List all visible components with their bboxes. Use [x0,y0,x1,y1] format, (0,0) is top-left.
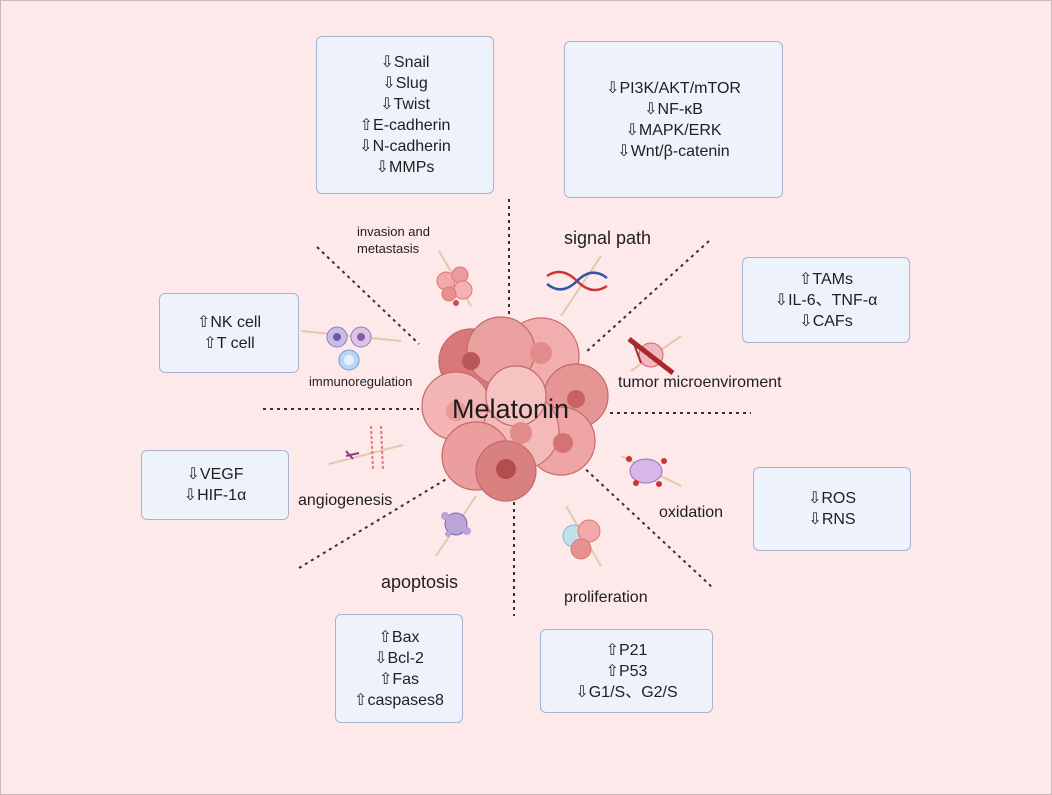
box-item: ⇧P53 [605,662,648,680]
box-proliferation: ⇧P21 ⇧P53 ⇩G1/S、G2/S [540,629,713,713]
vessel-icon [328,425,404,472]
divider-bottom-right [580,464,714,589]
dna-icon [546,255,608,317]
label-oxidation: oxidation [659,504,724,521]
box-oxidation: ⇩ROS ⇩RNS [753,467,911,551]
divider-top-right [584,240,710,354]
label-invasion-line: invasion and [357,224,430,239]
box-item: ⇧caspases8 [354,691,444,709]
box-item: ⇩CAFs [799,312,853,330]
label-signal-path: signal path [564,228,652,248]
box-item: ⇧E-cadherin [359,117,451,134]
invasion-icon [436,250,473,307]
label-metastasis-line: metastasis [357,241,420,256]
box-item: ⇩IL-6、TNF-α [774,291,878,309]
microenvironment-icon [627,335,682,375]
box-item: ⇩Slug [382,75,428,92]
box-angiogenesis: ⇩VEGF ⇩HIF-1α [141,450,289,520]
box-immunoregulation: ⇧NK cell ⇧T cell [159,293,299,373]
box-apoptosis: ⇧Bax ⇩Bcl-2 ⇧Fas ⇧caspases8 [335,614,463,723]
box-item: ⇧TAMs [799,270,853,288]
apoptosis-icon [435,495,477,557]
box-item: ⇩HIF-1α [183,487,247,504]
box-signal-path: ⇩PI3K/AKT/mTOR ⇩NF-κB ⇩MAPK/ERK ⇩Wnt/β-c… [564,41,783,198]
box-tumor-microenvironment: ⇧TAMs ⇩IL-6、TNF-α ⇩CAFs [742,257,910,343]
box-item: ⇧Fas [378,670,420,688]
box-item: ⇩Twist [380,96,430,113]
box-item: ⇧P21 [605,641,648,659]
box-item: ⇧Bax [378,628,420,646]
box-item: ⇩ROS [807,490,857,507]
box-item: ⇩Bcl-2 [374,649,424,667]
box-item: ⇧NK cell [196,314,262,331]
label-tumor-microenvironment: tumor microenviroment [618,374,782,391]
label-proliferation: proliferation [564,589,648,606]
label-immunoregulation: immunoregulation [309,374,413,389]
divider-top-left [316,246,420,345]
tumor-cluster [421,316,609,502]
proliferation-icon [562,505,602,567]
melatonin-label: Melatonin [452,394,570,424]
label-apoptosis: apoptosis [381,572,459,592]
oxidation-icon [620,455,682,487]
label-angiogenesis: angiogenesis [298,492,393,509]
box-invasion-metastasis: ⇩Snail ⇩Slug ⇩Twist ⇧E-cadherin ⇩N-cadhe… [316,36,494,194]
box-item: ⇩VEGF [186,466,244,483]
box-item: ⇩RNS [808,511,856,528]
box-item: ⇩MAPK/ERK [625,121,722,139]
divider-lines [263,199,751,616]
box-item: ⇩G1/S、G2/S [575,683,678,701]
box-item: ⇩PI3K/AKT/mTOR [606,79,741,97]
box-item: ⇩NF-κB [644,100,703,118]
box-item: ⇩N-cadherin [359,138,451,155]
box-item: ⇧T cell [203,335,255,352]
box-item: ⇩Snail [380,54,430,71]
divider-bottom-left [298,474,454,569]
immune-cells-icon [300,326,402,371]
box-item: ⇩MMPs [375,159,435,176]
label-invasion-metastasis: invasion and metastasis [357,223,430,257]
box-item: ⇩Wnt/β-catenin [617,142,730,160]
